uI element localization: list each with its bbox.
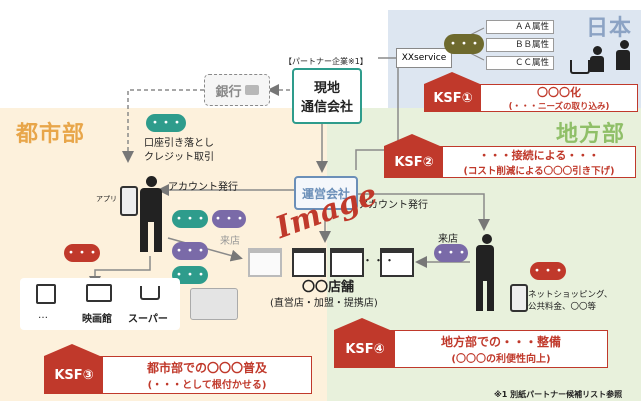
- store-icon-1: [248, 248, 282, 277]
- bank-to-app-line: [122, 89, 204, 163]
- ksf3-roof: [44, 344, 100, 356]
- payment-bubble: ・・・: [146, 114, 186, 132]
- urban-region-label: 都市部: [16, 122, 86, 147]
- monitor-icon: [86, 284, 112, 302]
- kiosk-icon: [36, 284, 56, 304]
- stores-ellipsis: ・・・: [362, 254, 395, 267]
- operator-to-local-line: [354, 193, 490, 231]
- online-line1: ネットショッピング、: [528, 290, 613, 300]
- payment-line2: クレジット取引: [144, 152, 214, 163]
- operator-label: 運営会社: [301, 186, 350, 201]
- visit-left-label: 来店: [220, 236, 240, 247]
- partner-box: 現地 通信会社: [292, 68, 362, 124]
- attribute-cc: ＣＣ属性: [486, 56, 554, 70]
- cart-icon: [140, 286, 160, 300]
- ksf1-roof: [424, 72, 480, 84]
- bank-icon: [244, 85, 259, 95]
- local-region-label: 地方部: [556, 122, 626, 147]
- urban-person-icon: [140, 176, 164, 254]
- bank-box: 銀行: [204, 74, 270, 106]
- ksf2-text: ・・・接続による・・・ (コスト削減による〇〇〇引き下げ): [443, 147, 635, 177]
- xxservice-to-operator-line: [355, 68, 399, 170]
- urban-bubble-2-text: ・・・: [212, 212, 246, 225]
- urban-bubble-3-text: ・・・: [173, 244, 207, 257]
- smartphone-icon: [120, 186, 138, 216]
- visit-right-label: 来店: [438, 234, 458, 245]
- local-person-icon: [476, 234, 498, 314]
- ksf1-line1: 〇〇〇化: [537, 86, 581, 99]
- operator-box: 運営会社: [294, 176, 358, 210]
- urban-bubble-3: ・・・: [172, 242, 208, 260]
- japan-person-icon: [590, 46, 606, 72]
- ksf4-tag: KSF④: [335, 331, 395, 367]
- ksf1-box: KSF① 〇〇〇化 (・・・ニーズの取り込み): [424, 84, 638, 112]
- ksf2-box: KSF② ・・・接続による・・・ (コスト削減による〇〇〇引き下げ): [384, 146, 636, 178]
- ksf3-line1: 都市部での〇〇〇普及: [146, 361, 267, 375]
- ksf2-line2: (コスト削減による〇〇〇引き下げ): [463, 166, 615, 177]
- japan-region-label: 日本: [586, 16, 633, 41]
- urban-bubble-1-text: ・・・: [173, 212, 207, 225]
- ksf4-line1: 地方部での・・・整備: [440, 335, 561, 349]
- xxservice-bubble: ・・・: [444, 34, 484, 54]
- store-icon-3: [330, 248, 364, 277]
- ksf3-line2: (・・・として根付かせる): [147, 380, 267, 391]
- app-label: アプリ: [96, 195, 117, 203]
- ksf4-box: KSF④ 地方部での・・・整備 (〇〇〇の利便性向上): [334, 330, 608, 368]
- xxservice-label: XXservice: [401, 53, 447, 63]
- xxservice-box: XXservice: [396, 48, 452, 68]
- ksf3-text: 都市部での〇〇〇普及 (・・・として根付かせる): [103, 357, 311, 393]
- local-visit-bubble: ・・・: [434, 244, 468, 262]
- ksf1-text: 〇〇〇化 (・・・ニーズの取り込み): [481, 85, 637, 112]
- ksf1-line2: (・・・ニーズの取り込み): [508, 102, 610, 112]
- online-bubble: ・・・: [530, 262, 566, 280]
- partner-title-line2: 通信会社: [300, 100, 353, 115]
- urban-bubble-4: ・・・: [172, 266, 208, 284]
- store-icon-4: [380, 248, 414, 277]
- venue-2-label: 映画館: [82, 314, 112, 325]
- urban-bubble-2: ・・・: [212, 210, 246, 228]
- payment-bubble-text: ・・・: [149, 116, 183, 129]
- stores-title: 〇〇店舗: [302, 280, 355, 295]
- japan-worker-icon: [616, 40, 634, 72]
- xxservice-bubble-text: ・・・: [447, 37, 481, 50]
- ksf3-tag: KSF③: [45, 357, 103, 393]
- bank-label: 銀行: [215, 84, 242, 100]
- ksf2-tag: KSF②: [385, 147, 443, 177]
- venues-panel: [20, 278, 180, 330]
- venue-3-label: スーパー: [128, 314, 168, 325]
- urban-bubble-red: ・・・: [64, 244, 100, 262]
- online-line2: 公共料金、〇〇等: [528, 302, 597, 312]
- account-issue-left: アカウント発行: [168, 182, 238, 193]
- partner-title-line1: 現地: [313, 81, 340, 96]
- urban-to-venues-line: [89, 256, 151, 288]
- ksf4-text: 地方部での・・・整備 (〇〇〇の利便性向上): [395, 331, 607, 367]
- urban-bubble-4-text: ・・・: [173, 268, 207, 281]
- store-icon-2: [292, 248, 326, 277]
- venue-1-label: …: [38, 310, 48, 321]
- cards-icon: [190, 288, 238, 320]
- ksf3-box: KSF③ 都市部での〇〇〇普及 (・・・として根付かせる): [44, 356, 312, 394]
- partner-note: 【パートナー企業※1】: [284, 57, 368, 66]
- ksf2-roof: [384, 134, 440, 146]
- local-smartphone-icon: [510, 284, 528, 312]
- ksf1-tag: KSF①: [425, 85, 481, 111]
- stores-subtitle: (直営店・加盟・提携店): [270, 298, 378, 309]
- account-issue-right: アカウント発行: [358, 200, 428, 211]
- ksf2-line1: ・・・接続による・・・: [478, 149, 600, 162]
- footnote: ※1 別紙パートナー候補リスト参照: [494, 390, 623, 399]
- attribute-aa: ＡＡ属性: [486, 20, 554, 34]
- urban-bubble-red-text: ・・・: [65, 246, 99, 259]
- local-visit-bubble-text: ・・・: [434, 246, 468, 259]
- urban-bubble-1: ・・・: [172, 210, 208, 228]
- payment-line1: 口座引き落とし: [144, 138, 214, 149]
- online-bubble-text: ・・・: [531, 264, 565, 277]
- japan-cart-icon: [570, 60, 590, 74]
- ksf4-line2: (〇〇〇の利便性向上): [451, 354, 551, 365]
- ksf4-roof: [334, 318, 390, 330]
- attribute-bb: ＢＢ属性: [486, 38, 554, 52]
